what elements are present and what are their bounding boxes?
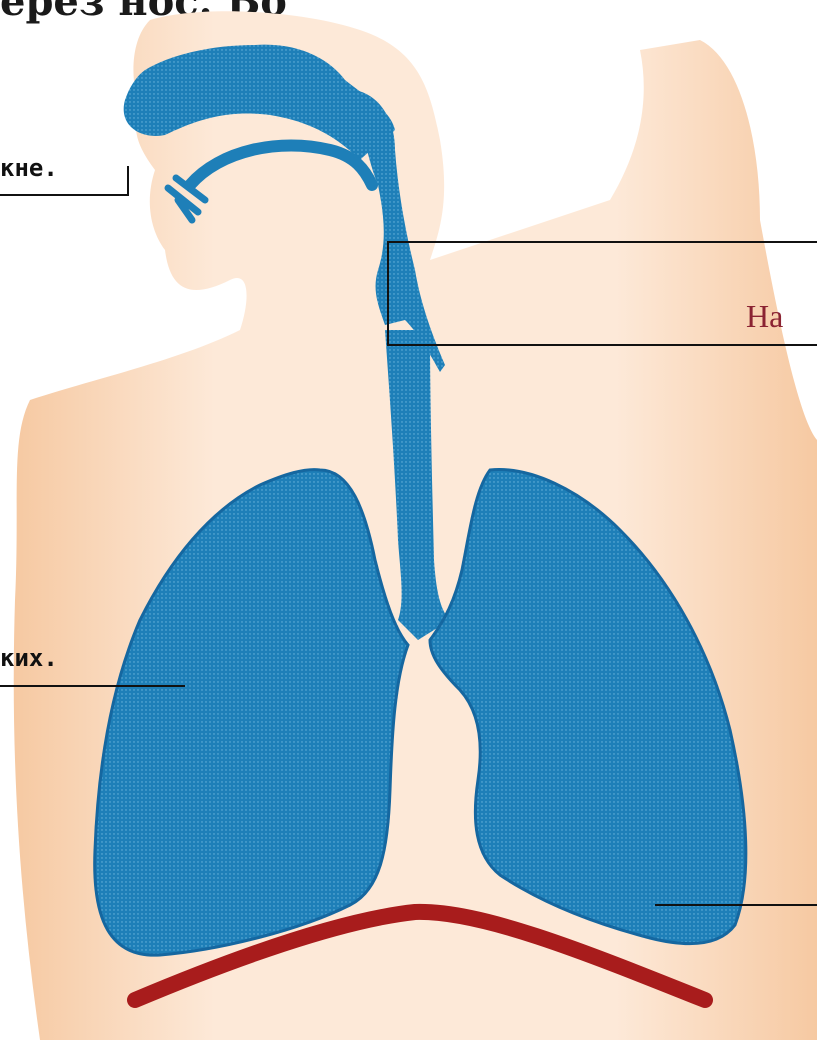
- label-lungs: ких.: [0, 644, 58, 672]
- label-larynx: На: [746, 298, 783, 335]
- label-nose: кне.: [0, 154, 58, 182]
